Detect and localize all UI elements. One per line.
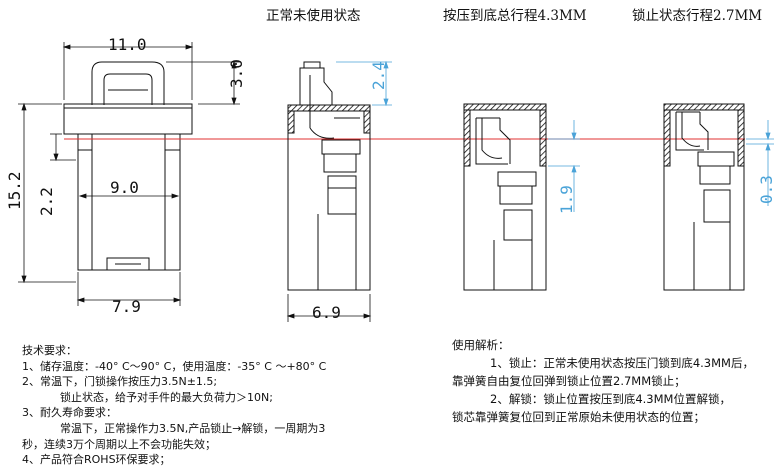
dim-side-width: 6.9 (312, 303, 341, 322)
caption-normal-state: 正常未使用状态 (266, 8, 361, 24)
usage-line: 1、锁止：正常未使用状态按压门锁到底4.3MM后， (490, 356, 754, 370)
tech-line: 锁止状态，给予对手件的最大负荷力＞10N; (60, 390, 273, 404)
tech-line: 1、储存温度：-40° C～90° C，使用温度：-35° C ～+80° C (22, 359, 327, 373)
dim-ledge: 2.2 (37, 187, 56, 216)
side-view-pressed (463, 103, 547, 291)
dim-height-total: 15.2 (5, 171, 24, 210)
front-view (63, 61, 193, 271)
dim-bottom-width: 7.9 (112, 297, 141, 316)
dim-cap-gap: 2.4 (369, 61, 388, 90)
dim-lock-gap: 0.3 (757, 175, 776, 204)
cap-gap-dimension (336, 60, 392, 107)
tech-requirements: 技术要求： 1、储存温度：-40° C～90° C，使用温度：-35° C ～+… (22, 343, 326, 468)
press-travel-dimension (548, 120, 580, 212)
tech-requirements-title: 技术要求： (22, 344, 77, 357)
usage-line: 靠弹簧自由复位回弹到锁止位置2.7MM锁止； (452, 374, 686, 388)
dim-press-travel: 1.9 (557, 185, 576, 214)
usage-line: 锁芯靠弹簧复位回到正常原始未使用状态的位置； (452, 410, 705, 424)
dim-width-top: 11.0 (108, 35, 147, 54)
usage-line: 2、解锁：锁止位置按压到底4.3MM位置解锁， (490, 392, 731, 406)
usage-notes: 使用解析： 1、锁止：正常未使用状态按压门锁到底4.3MM后， 靠弹簧自由复位回… (452, 336, 754, 426)
tech-line: 常温下，正常操作力3.5N,产品锁止→解锁，一周期为3 (60, 421, 326, 435)
dim-mid-width: 9.0 (110, 178, 139, 197)
lock-gap-dimension (746, 120, 774, 206)
dim-top-cap: 3.0 (227, 59, 246, 88)
tech-line: 4、产品符合ROHS环保要求； (22, 453, 171, 467)
caption-locked-state: 锁止状态行程2.7MM (632, 8, 763, 24)
usage-notes-title: 使用解析： (452, 338, 510, 352)
side-view-normal (287, 61, 371, 291)
tech-line: 秒，连续3万个周期以上不会功能失效； (22, 437, 216, 451)
side-view-locked (663, 103, 745, 291)
front-dimension-lines (18, 42, 240, 306)
side-dimension-lines (286, 294, 372, 322)
tech-line: 3、耐久寿命要求： (22, 406, 117, 420)
caption-pressed-state: 按压到底总行程4.3MM (443, 8, 587, 24)
tech-line: 2、常温下，门锁操作按压力3.5N±1.5; (22, 375, 218, 389)
